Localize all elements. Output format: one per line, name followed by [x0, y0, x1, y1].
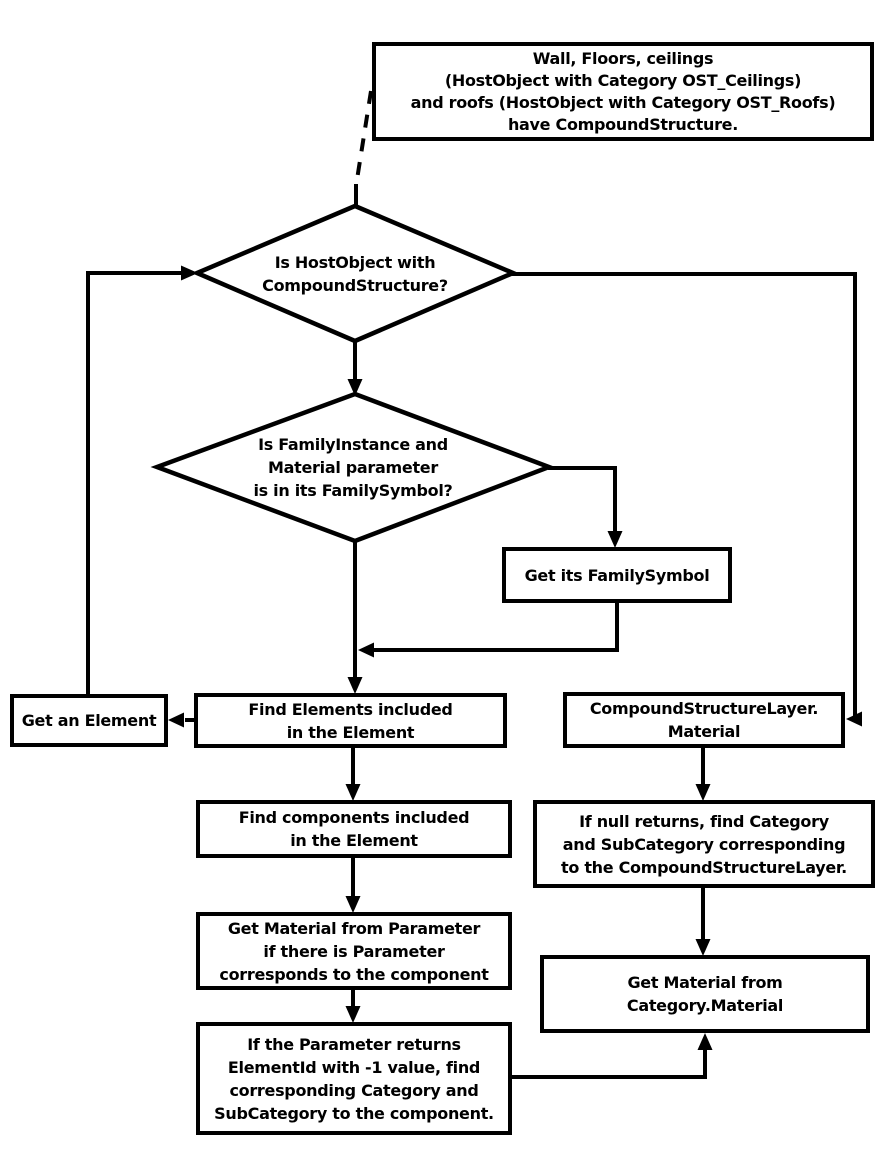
connector-findcomponents-to-getmaterialparam: [345, 858, 361, 913]
step-find-components: Find components included in the Element: [196, 800, 512, 858]
connector-note-to-decision1: [354, 90, 373, 209]
connector-familysymbol-to-mainline: [358, 603, 619, 658]
step-if-parameter-minus-one: If the Parameter returns ElementId with …: [196, 1022, 512, 1135]
step-find-elements: Find Elements included in the Element: [194, 693, 507, 748]
connector-decision2-to-familysymbol: [548, 466, 623, 548]
connector-findelements-to-getanelement: [168, 712, 194, 728]
connector-cslmaterial-to-ifnull: [695, 748, 711, 801]
step-if-null-returns: If null returns, find Category and SubCa…: [533, 800, 875, 888]
connector-findelements-to-findcomponents: [345, 748, 361, 801]
connector-ifnull-to-getmaterialcategory: [695, 888, 711, 956]
connector-decision2-to-findelements: [347, 540, 363, 694]
step-get-an-element: Get an Element: [10, 694, 168, 747]
note-compoundstructure: Wall, Floors, ceilings (HostObject with …: [372, 42, 874, 141]
decision-familyinstance-shape: [150, 391, 556, 544]
decision-hostobject-shape: [191, 203, 519, 344]
connector-getanelement-to-decision1: [86, 265, 198, 694]
connector-decision1-to-cslmaterial: [512, 272, 862, 727]
step-get-material-from-parameter: Get Material from Parameter if there is …: [196, 912, 512, 990]
step-get-material-from-category: Get Material from Category.Material: [540, 955, 870, 1033]
step-get-family-symbol: Get its FamilySymbol: [502, 547, 732, 603]
connector-getmaterialparam-to-ifparameter: [345, 990, 361, 1023]
connector-ifparameter-to-getmaterialcategory: [512, 1033, 713, 1079]
connector-decision1-to-decision2: [347, 340, 363, 396]
step-compoundstructurelayer-material: CompoundStructureLayer. Material: [563, 692, 845, 748]
